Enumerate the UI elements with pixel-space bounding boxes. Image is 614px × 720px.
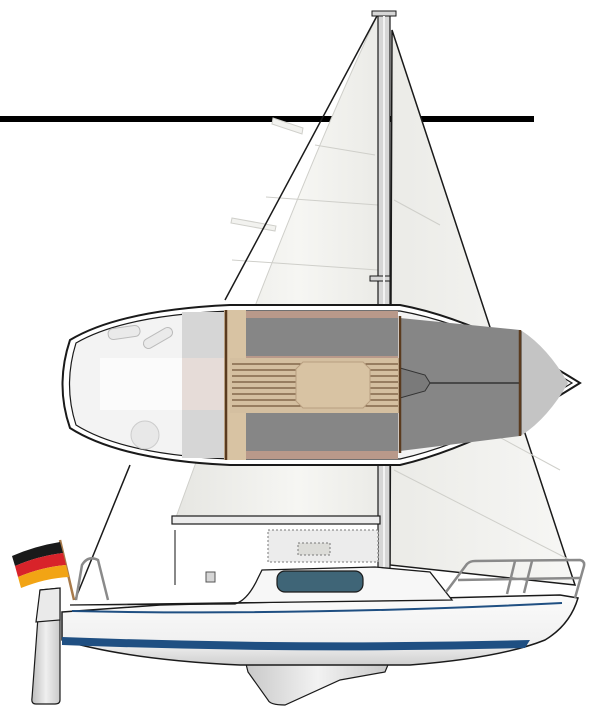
stern-pushpit [74,557,110,601]
jib-sail [389,29,577,586]
deck-plan [61,304,582,466]
hull [61,594,579,666]
backstay [74,464,131,601]
horizon-line [0,116,534,122]
sheer-stripe [71,602,563,614]
cabin-window [276,570,364,593]
winch [205,571,216,583]
cabin [69,566,454,606]
keel [244,659,391,706]
forestay [224,13,379,301]
boom [171,515,381,525]
boot-stripe [62,637,530,651]
german-flag [12,539,76,601]
sprayhood [267,529,379,563]
bow-pulpit [445,558,586,599]
rudder [31,587,61,705]
